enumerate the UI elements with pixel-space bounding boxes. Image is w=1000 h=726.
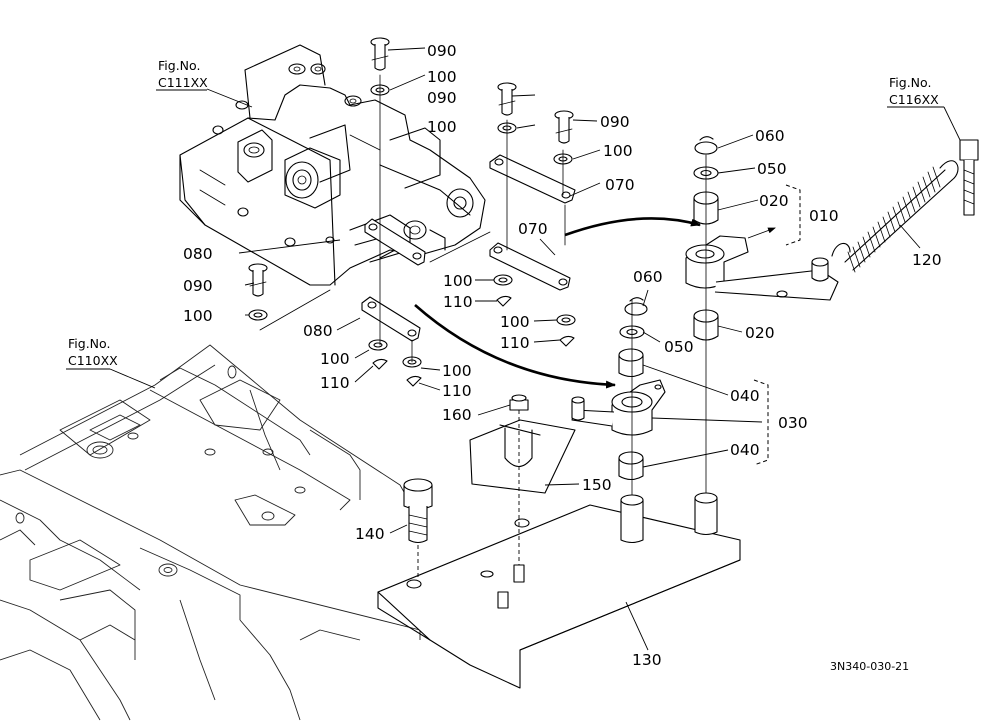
callout-label: 090 xyxy=(427,42,457,60)
callout-label: 100 xyxy=(183,307,213,325)
callout-label: 080 xyxy=(183,245,213,263)
arm-010 xyxy=(685,235,839,301)
callout-label: 100 xyxy=(427,68,457,86)
callout-label: 100 xyxy=(442,362,472,380)
washer-060-lower xyxy=(624,297,648,316)
callout-label: 110 xyxy=(443,293,473,311)
link-plate-080-lower xyxy=(361,296,421,342)
callout-label: 110 xyxy=(442,382,472,400)
figure-ref-line1: Fig.No. xyxy=(158,58,200,73)
callout-label: 060 xyxy=(755,127,785,145)
bushing-040-lower xyxy=(618,451,644,481)
callout-label: 080 xyxy=(303,322,333,340)
figure-ref-c110xx: Fig.No. C110XX xyxy=(66,336,118,370)
callout-label: 100 xyxy=(427,118,457,136)
link-plate-070-upper xyxy=(489,154,576,204)
callout-label: 050 xyxy=(757,160,787,178)
washer-060-upper xyxy=(694,136,718,155)
figure-ref-line1: Fig.No. xyxy=(889,75,931,90)
leader-lines xyxy=(109,47,961,651)
callout-label: 100 xyxy=(320,350,350,368)
callout-label: 090 xyxy=(183,277,213,295)
callout-label: 020 xyxy=(759,192,789,210)
figure-ref-line1: Fig.No. xyxy=(68,336,110,351)
callout-label: 140 xyxy=(355,525,385,543)
callout-label: 160 xyxy=(442,406,472,424)
bolt-140 xyxy=(403,478,433,544)
callout-label: 090 xyxy=(427,89,457,107)
callout-label: 060 xyxy=(633,268,663,286)
figure-ref-line2: C111XX xyxy=(158,75,208,90)
callout-label: 100 xyxy=(603,142,633,160)
cotter-pins-110 xyxy=(372,295,575,387)
guide-line xyxy=(429,231,491,263)
callout-label: 040 xyxy=(730,387,760,405)
figure-ref-c116xx: Fig.No. C116XX xyxy=(887,75,944,108)
control-valve-assembly xyxy=(179,44,486,286)
callout-label: 100 xyxy=(500,313,530,331)
arm-030 xyxy=(571,379,666,436)
callout-label: 030 xyxy=(778,414,808,432)
group-bracket-030 xyxy=(753,379,769,466)
group-bracket-010 xyxy=(785,184,801,246)
callout-label: 050 xyxy=(664,338,694,356)
callout-label: 110 xyxy=(500,334,530,352)
callout-label: 120 xyxy=(912,251,942,269)
callout-label: 090 xyxy=(600,113,630,131)
bracket-150 xyxy=(469,419,576,494)
grease-nipple-160 xyxy=(509,394,529,411)
callout-label: 070 xyxy=(518,220,548,238)
assembly-arrow xyxy=(564,217,701,237)
figure-ref-c111xx: Fig.No. C111XX xyxy=(156,58,208,91)
set-screws xyxy=(497,564,525,609)
callout-label: 020 xyxy=(745,324,775,342)
callout-label: 130 xyxy=(632,651,662,669)
base-plate-130 xyxy=(377,504,741,689)
pin-090-left xyxy=(248,263,268,297)
callout-label: 150 xyxy=(582,476,612,494)
tube-posts xyxy=(620,492,718,544)
figure-ref-line2: C110XX xyxy=(68,353,118,368)
callout-label: 070 xyxy=(605,176,635,194)
drawing-code: 3N340-030-21 xyxy=(830,660,909,673)
callout-labels: 090 100 090 100 090 100 070 060 050 020 … xyxy=(183,42,942,669)
assembly-arrow xyxy=(414,304,616,389)
main-frame-background xyxy=(0,344,421,721)
callout-label: 110 xyxy=(320,374,350,392)
guide-line xyxy=(259,289,331,331)
pin-090-mid xyxy=(497,82,517,116)
bushing-040-upper xyxy=(618,348,644,378)
figure-ref-line2: C116XX xyxy=(889,92,939,107)
washers-100 xyxy=(248,84,576,368)
link-plate-070-lower xyxy=(489,242,571,291)
callout-label: 100 xyxy=(443,272,473,290)
pin-090-top xyxy=(370,37,390,71)
tension-spring-120 xyxy=(831,139,979,273)
callout-label: 010 xyxy=(809,207,839,225)
callout-label: 040 xyxy=(730,441,760,459)
pin-090-right xyxy=(554,110,574,144)
